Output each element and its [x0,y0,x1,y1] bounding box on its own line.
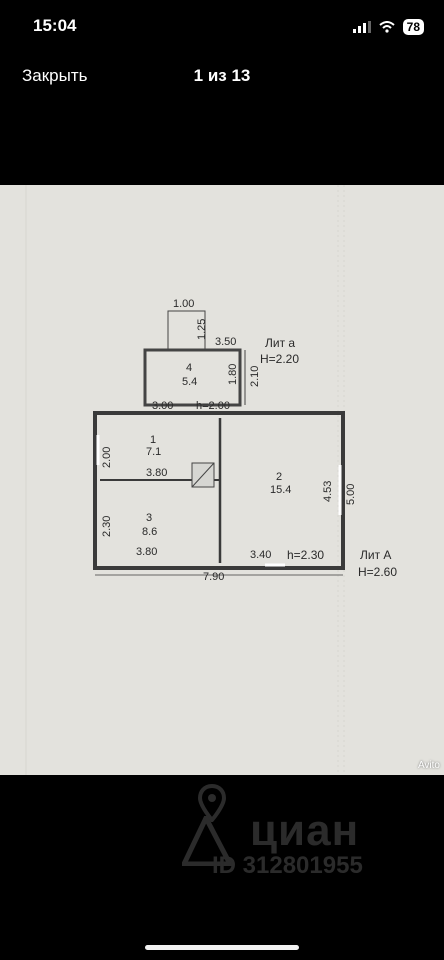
listing-id: ID 312801955 [212,852,363,879]
main-height: H=2.60 [358,565,397,579]
room2-number: 2 [276,471,282,483]
room1-area: 7.1 [146,446,161,458]
home-indicator[interactable] [145,945,299,950]
close-button[interactable]: Закрыть [22,66,88,85]
avito-watermark: Avito [417,760,440,771]
cian-brand: циан [250,806,360,855]
cian-logo-icon [182,816,232,866]
main-walls [93,411,345,576]
dim-room1-height: 2.00 [101,447,113,468]
annex-walls [143,310,246,407]
dim-porch-depth: 1.25 [196,319,208,340]
room2-area: 15.4 [270,484,291,496]
stove [191,462,215,488]
dim-total-width: 7.90 [203,571,224,583]
dim-room2-inner: 4.53 [322,481,334,502]
room4-number: 4 [186,362,192,374]
room1-number: 1 [150,434,156,446]
status-bar: 15:04 78 [0,0,444,54]
location-pin-icon [198,784,226,822]
dim-annex-outer: 2.10 [249,366,261,387]
dim-top-left: 3.00 [152,400,173,412]
dim-room2-outer: 5.00 [345,484,357,505]
dim-room3-width: 3.80 [136,546,157,558]
cellular-signal-icon [352,21,371,33]
annex-name: Лит а [265,336,295,350]
dim-room3-height: 2.30 [101,516,113,537]
floor-plan-photo[interactable]: 1.00 1.25 3.50 1.80 2.10 4 5.4 Лит а H=2… [0,185,444,775]
dim-annex-width: 3.50 [215,336,236,348]
dim-bottom-right: 3.40 [250,549,271,561]
wifi-icon [378,21,395,33]
door-height-bottom: h=2.30 [287,548,324,562]
dim-room1-width: 3.80 [146,467,167,479]
dim-porch-width: 1.00 [173,298,194,310]
room3-number: 3 [146,512,152,524]
dim-annex-inner: 1.80 [227,364,239,385]
floor-plan-drawing: 1.00 1.25 3.50 1.80 2.10 4 5.4 Лит а H=2… [25,185,397,775]
door-height-top: h=2.00 [196,400,230,412]
room4-area: 5.4 [182,376,197,388]
status-icons: 78 [352,17,424,37]
main-name: Лит А [360,548,391,562]
viewer-header: Закрыть 1 из 13 [0,54,444,98]
status-time: 15:04 [33,16,77,35]
annex-height: H=2.20 [260,352,299,366]
room3-area: 8.6 [142,526,157,538]
cian-watermark [0,780,444,900]
battery-icon: 78 [402,19,424,35]
